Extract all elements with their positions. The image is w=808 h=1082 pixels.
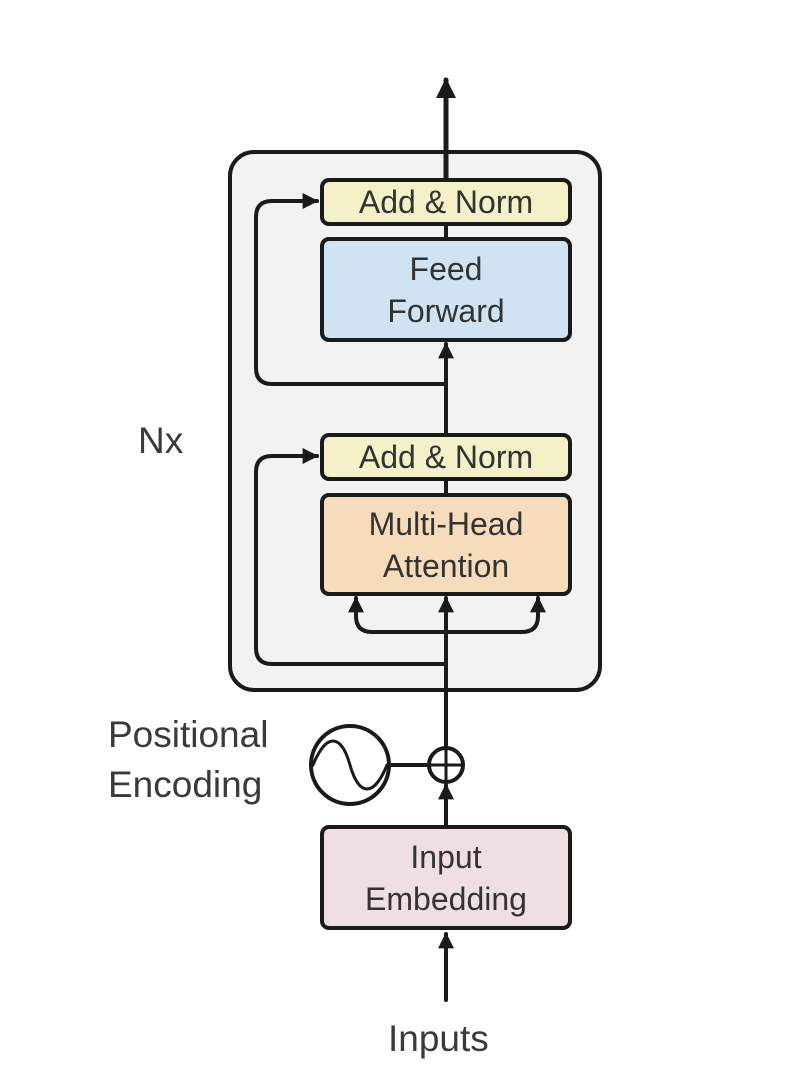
- add-norm-top-label: Add & Norm: [358, 184, 534, 220]
- add-norm-block-bottom: Add & Norm: [320, 433, 572, 481]
- mha-residual-arrow: [254, 448, 448, 666]
- feed-forward-label-line2: Forward: [387, 292, 505, 329]
- positional-encoding-line2: Encoding: [108, 764, 263, 805]
- sine-wave-path: [311, 739, 389, 791]
- multi-head-attention-block: Multi-Head Attention: [320, 493, 572, 596]
- input-embedding-label-line1: Input: [410, 838, 482, 875]
- feed-forward-label-line1: Feed: [409, 250, 483, 287]
- mha-label-line1: Multi-Head: [368, 505, 524, 542]
- ff-residual-arrow: [254, 193, 448, 386]
- sine-wave-icon: [309, 724, 391, 806]
- input-embedding-label-line2: Embedding: [365, 880, 527, 917]
- encoder-layer-container: [228, 150, 602, 692]
- add-norm-block-top: Add & Norm: [320, 178, 572, 226]
- positional-encoding-line1: Positional: [108, 714, 269, 755]
- add-norm-bottom-label: Add & Norm: [358, 439, 534, 475]
- input-embedding-block: Input Embedding: [320, 825, 572, 930]
- positional-encoding-label: Positional Encoding: [108, 710, 268, 810]
- attention-fork-left: [348, 596, 448, 634]
- attention-fork-right: [444, 596, 546, 634]
- feed-forward-block: Feed Forward: [320, 237, 572, 342]
- inputs-label: Inputs: [388, 1018, 489, 1059]
- repeat-count-label: Nx: [138, 420, 184, 461]
- mha-label-line2: Attention: [382, 547, 510, 584]
